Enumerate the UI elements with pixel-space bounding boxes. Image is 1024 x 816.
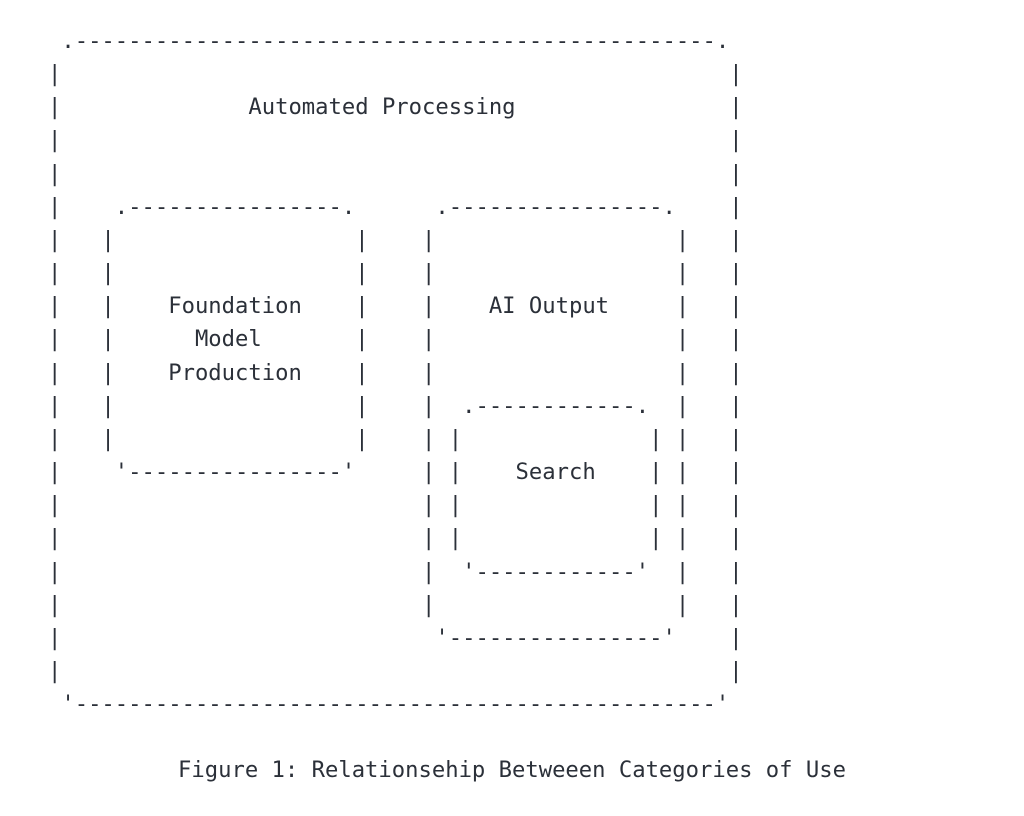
figure-caption: Figure 1: Relationsehip Betweeen Categor…: [178, 757, 846, 783]
ascii-diagram: .---------------------------------------…: [48, 28, 743, 718]
